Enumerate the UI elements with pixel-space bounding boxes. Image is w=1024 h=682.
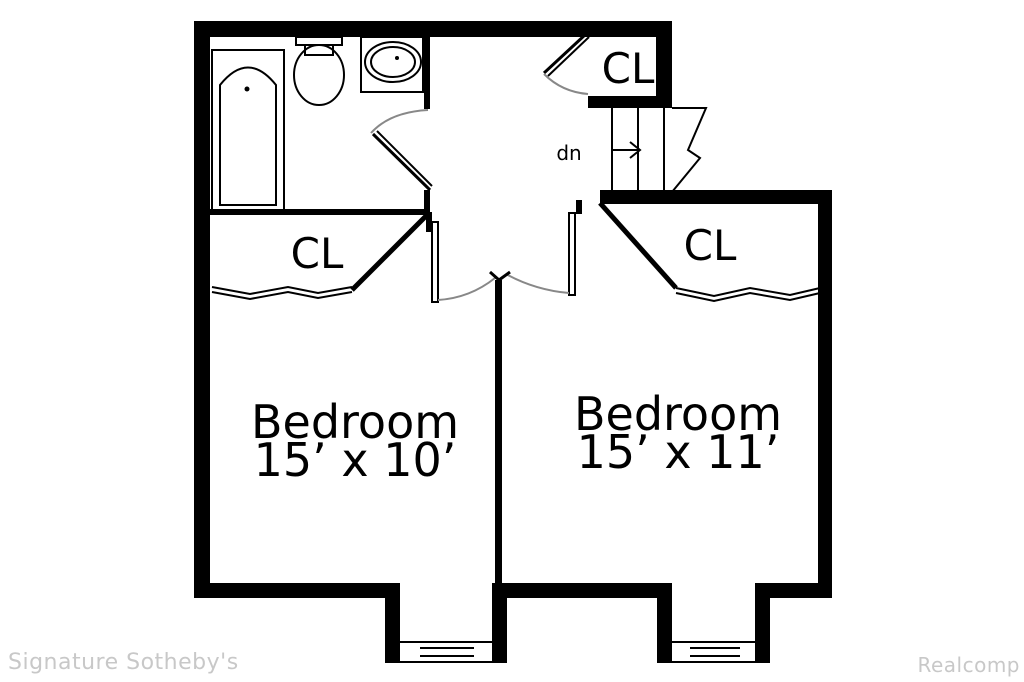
closet-label-right: CL	[684, 221, 737, 270]
interior-walls	[210, 37, 582, 583]
closet-door-top	[542, 32, 590, 95]
room-name-right: Bedroom	[574, 387, 782, 441]
room-size-left: 15’ x 10’	[254, 433, 457, 487]
closet-label-top: CL	[602, 44, 655, 93]
stair-label: dn	[556, 141, 581, 165]
stairs	[611, 107, 708, 193]
closet-left	[211, 212, 430, 301]
watermark-right: Realcomp	[917, 653, 1020, 677]
closet-label-left: CL	[291, 229, 344, 278]
window-right	[669, 641, 758, 663]
bedroom-door-right	[505, 212, 576, 296]
exterior-walls	[194, 21, 832, 663]
room-name-left: Bedroom	[251, 395, 459, 449]
watermark-left: Signature Sotheby's	[8, 650, 239, 675]
bedroom-door-left	[431, 221, 496, 303]
window-left	[397, 641, 495, 663]
closet-right	[598, 201, 821, 303]
room-size-right: 15’ x 11’	[577, 425, 780, 479]
toilet-icon	[293, 36, 345, 106]
sink-icon	[360, 36, 424, 93]
bathtub-icon	[211, 49, 285, 211]
door-meeting-right	[498, 270, 511, 282]
bathroom-door	[370, 109, 433, 192]
door-meeting-left	[489, 270, 500, 282]
